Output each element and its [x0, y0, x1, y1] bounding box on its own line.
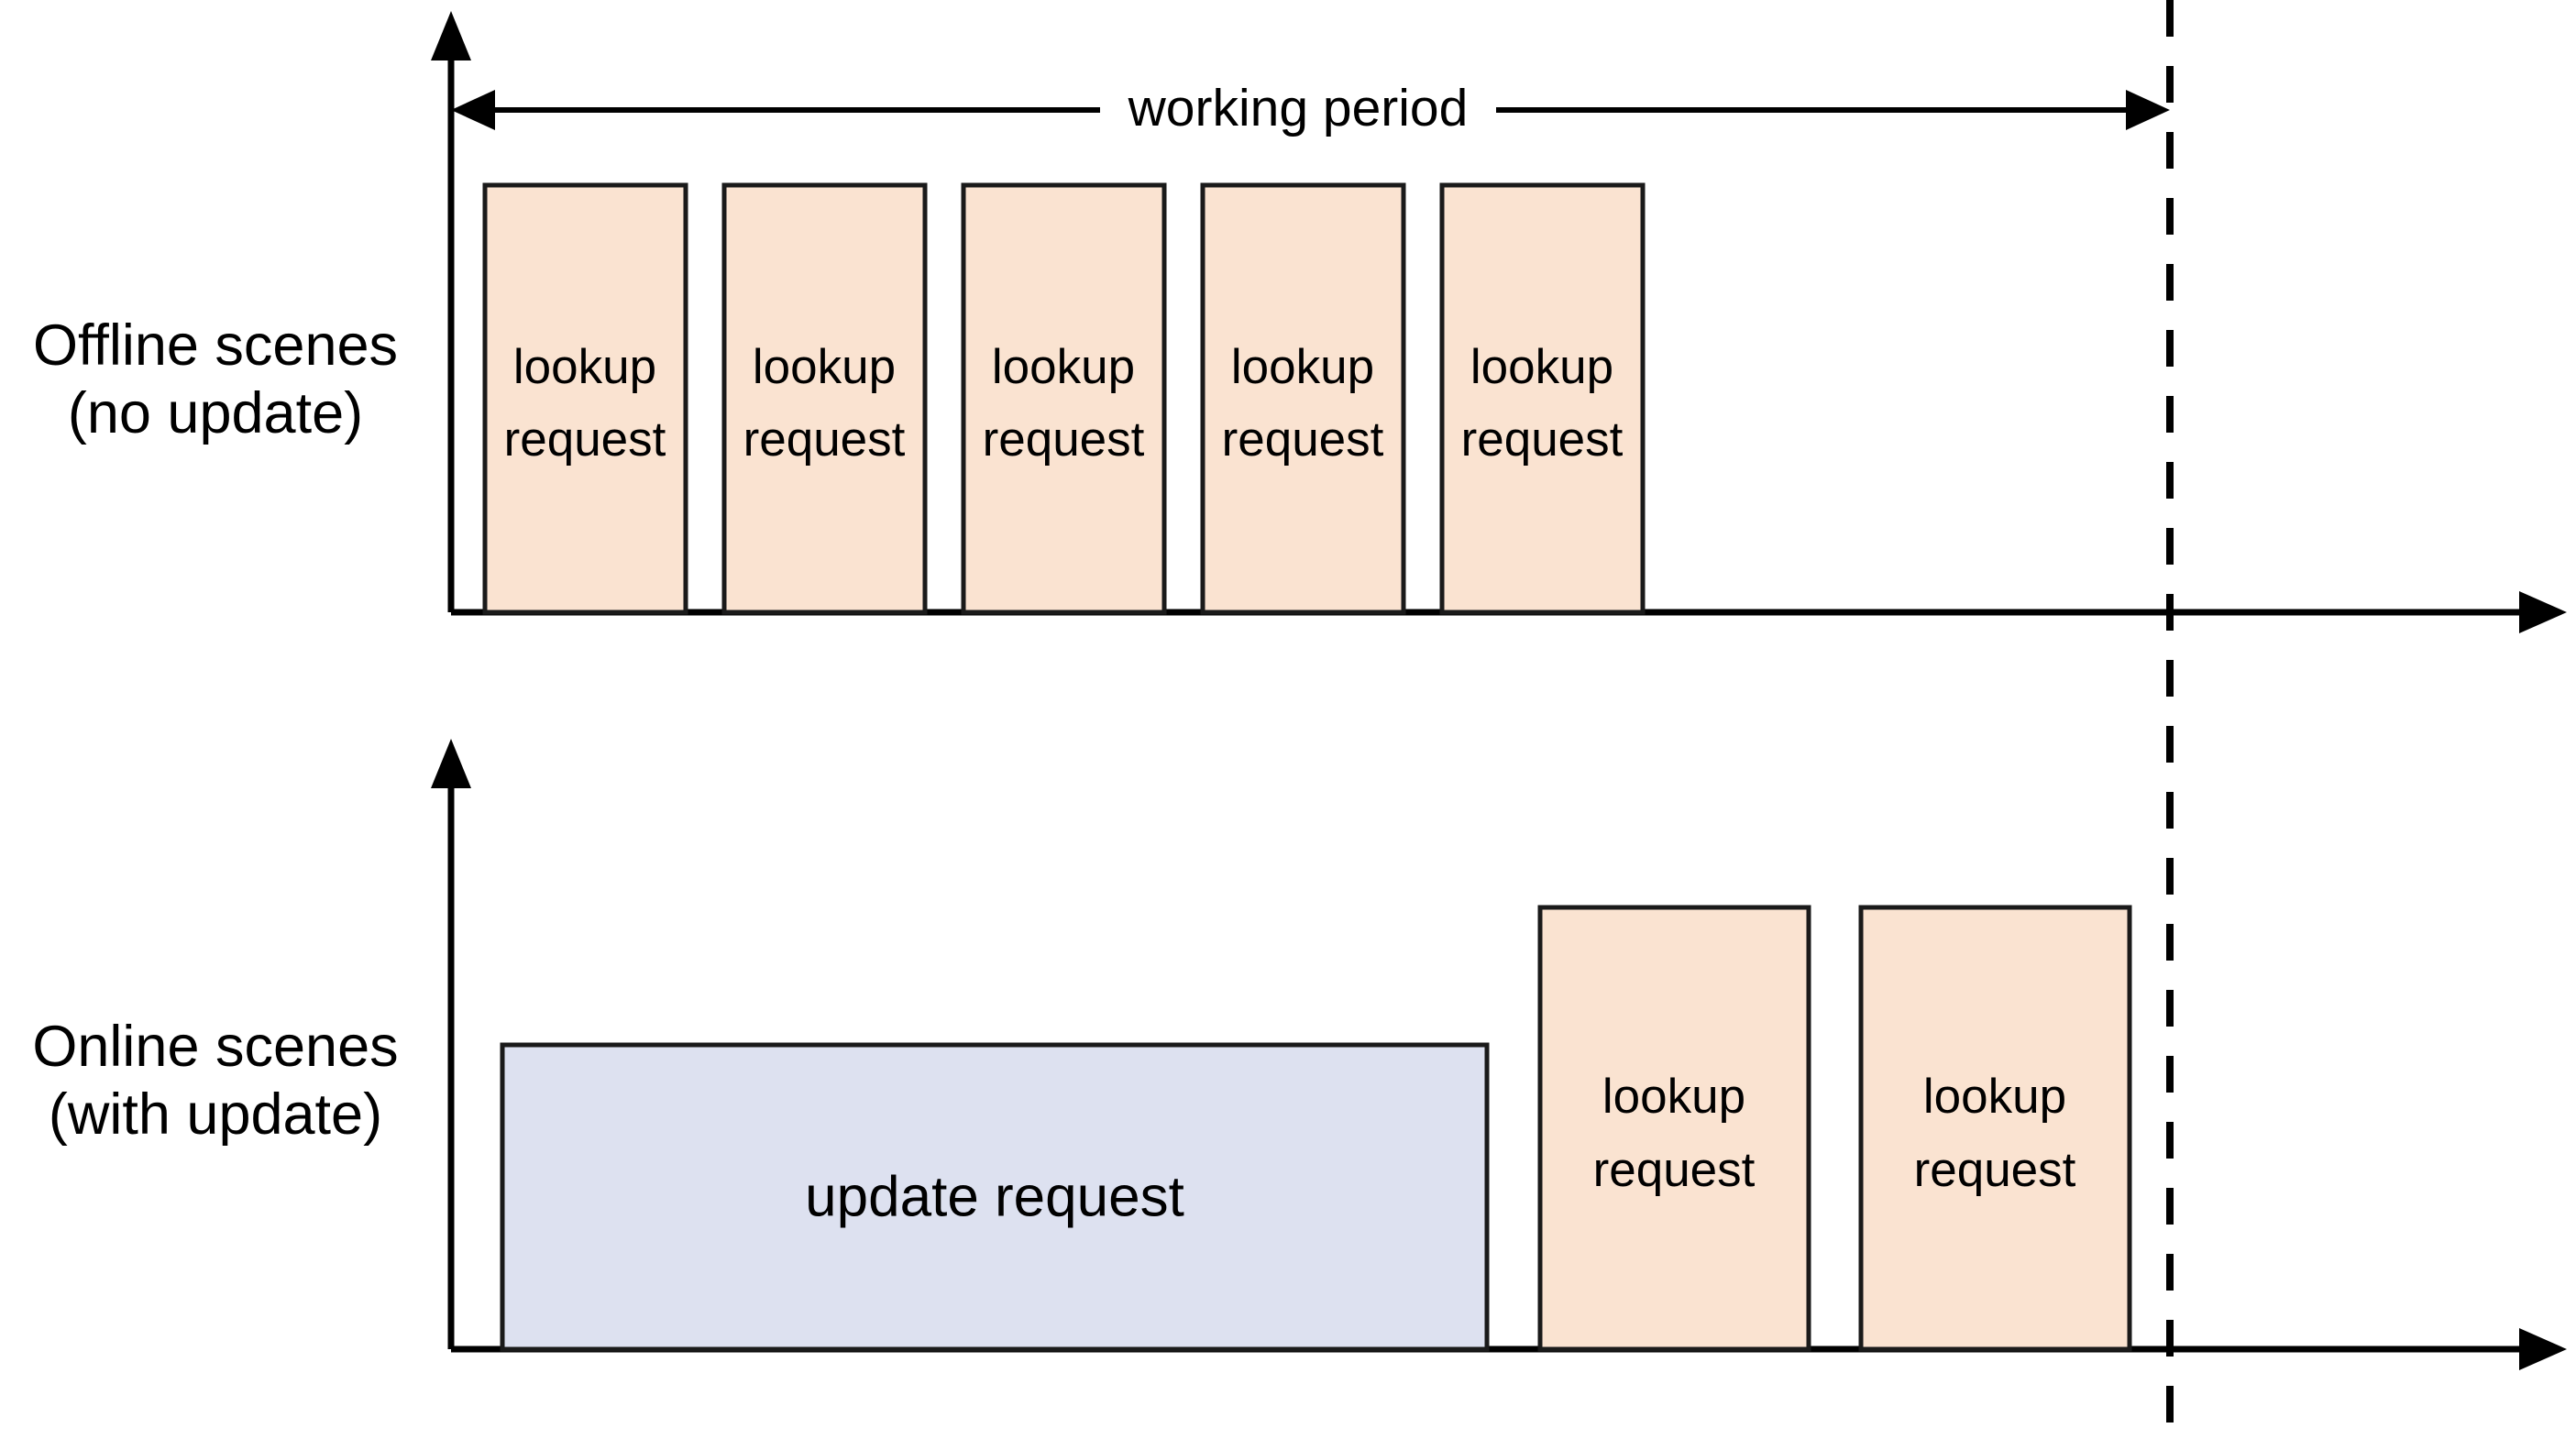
- bar-lookup-request-top-3[interactable]: lookup request: [961, 182, 1167, 615]
- bar-rect[interactable]: [1858, 905, 2132, 1352]
- bar-label-line2: request: [1461, 412, 1624, 467]
- bar-lookup-request-top-4[interactable]: lookup request: [1200, 182, 1406, 615]
- row-label-offline-scenes: Offline scenes (no update): [32, 313, 399, 446]
- bar-lookup-request-top-1[interactable]: lookup request: [482, 182, 688, 615]
- bar-label-line2: request: [983, 412, 1145, 467]
- bar-label-line2: request: [504, 412, 666, 467]
- bar-label-line1: lookup: [992, 340, 1135, 394]
- bar-label-line1: lookup: [513, 340, 656, 394]
- bar-rect[interactable]: [721, 182, 928, 615]
- bar-lookup-request-bottom-1[interactable]: lookup request: [1537, 905, 1811, 1352]
- bar-rect[interactable]: [1537, 905, 1811, 1352]
- bar-lookup-request-bottom-2[interactable]: lookup request: [1858, 905, 2132, 1352]
- bar-rect[interactable]: [1439, 182, 1646, 615]
- bar-label-line1: lookup: [1602, 1070, 1745, 1124]
- bottom-chart-group: update request lookup request lookup req…: [431, 739, 2567, 1370]
- bar-label: update request: [805, 1165, 1184, 1228]
- bottom-y-axis-arrowhead: [431, 739, 471, 788]
- bar-label-line1: lookup: [1470, 340, 1613, 394]
- bar-label-line1: lookup: [1923, 1070, 2066, 1124]
- bar-lookup-request-top-2[interactable]: lookup request: [721, 182, 928, 615]
- bar-label-line1: lookup: [753, 340, 896, 394]
- bar-rect[interactable]: [961, 182, 1167, 615]
- bar-label-line2: request: [1222, 412, 1384, 467]
- working-period-label: working period: [1128, 79, 1469, 137]
- top-chart-group: working period lookup request lookup req…: [431, 11, 2567, 633]
- row-label-online-scenes: Online scenes (with update): [32, 1015, 399, 1148]
- bar-label-line1: lookup: [1231, 340, 1374, 394]
- top-x-axis-arrowhead: [2519, 591, 2567, 633]
- bar-rect[interactable]: [1200, 182, 1406, 615]
- working-period-left-arrowhead: [451, 90, 495, 130]
- bar-label-line2: request: [1593, 1143, 1756, 1197]
- bottom-x-axis-arrowhead: [2519, 1328, 2567, 1370]
- bar-label-line2: request: [743, 412, 906, 467]
- bar-rect[interactable]: [482, 182, 688, 615]
- top-y-axis-arrowhead: [431, 11, 471, 60]
- bar-update-request-bottom-1[interactable]: update request: [500, 1042, 1490, 1352]
- working-period-label-backdrop: [1100, 84, 1496, 137]
- bar-label-line2: request: [1914, 1143, 2076, 1197]
- bar-lookup-request-top-5[interactable]: lookup request: [1439, 182, 1646, 615]
- bar-rect[interactable]: [500, 1042, 1490, 1352]
- working-period-right-arrowhead: [2126, 90, 2170, 130]
